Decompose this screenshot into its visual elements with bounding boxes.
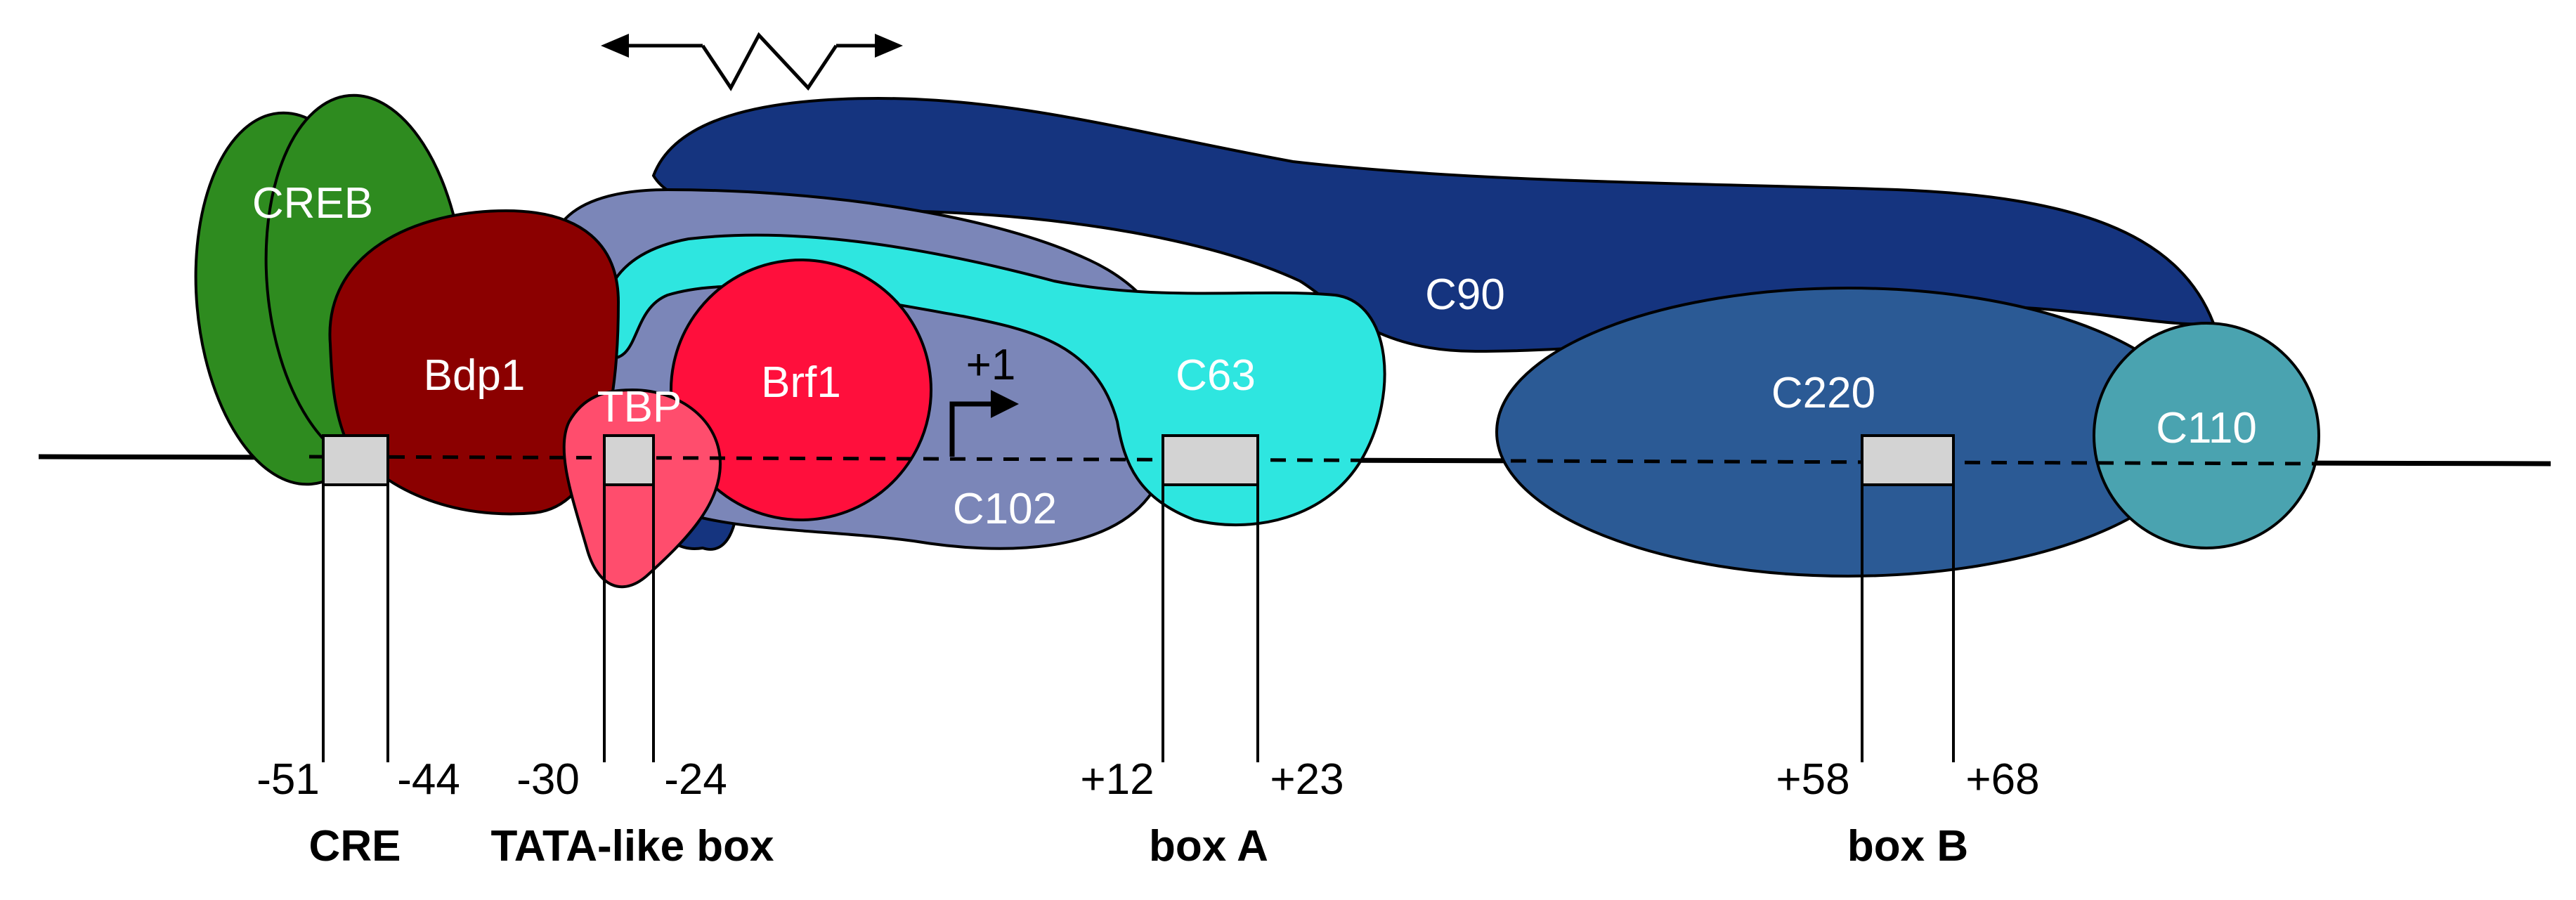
pos-boxb-start: +58 <box>1776 755 1849 804</box>
label-c102: C102 <box>953 485 1057 533</box>
tata-like-box-element <box>603 434 655 762</box>
pos-cre-end: -44 <box>397 755 460 804</box>
label-c110: C110 <box>2156 404 2257 452</box>
label-c220: C220 <box>1771 369 1875 417</box>
transcription-start-arrow-icon <box>949 390 1019 457</box>
c110-subunit <box>2093 322 2320 549</box>
label-bdp1: Bdp1 <box>424 351 526 400</box>
pos-tata-end: -24 <box>664 755 727 804</box>
flexibility-double-arrow-icon <box>601 32 903 91</box>
box-a-element <box>1162 434 1259 762</box>
label-tbp: TBP <box>597 383 682 431</box>
cre-element <box>322 434 389 762</box>
element-name-box-b: box B <box>1847 822 1968 870</box>
element-name-box-a: box A <box>1149 822 1268 870</box>
element-name-cre: CRE <box>309 822 401 870</box>
pos-boxb-end: +68 <box>1965 755 2039 804</box>
label-c63: C63 <box>1176 351 1256 400</box>
label-brf1: Brf1 <box>761 358 841 407</box>
pos-boxa-end: +23 <box>1270 755 1344 804</box>
label-c90: C90 <box>1425 270 1505 319</box>
pos-tata-start: -30 <box>516 755 580 804</box>
pos-cre-start: -51 <box>256 755 320 804</box>
label-creb: CREB <box>252 179 373 228</box>
pos-boxa-start: +12 <box>1080 755 1154 804</box>
element-name-tata: TATA-like box <box>491 822 775 870</box>
label-tss: +1 <box>966 341 1016 389</box>
box-b-element <box>1861 434 1955 762</box>
